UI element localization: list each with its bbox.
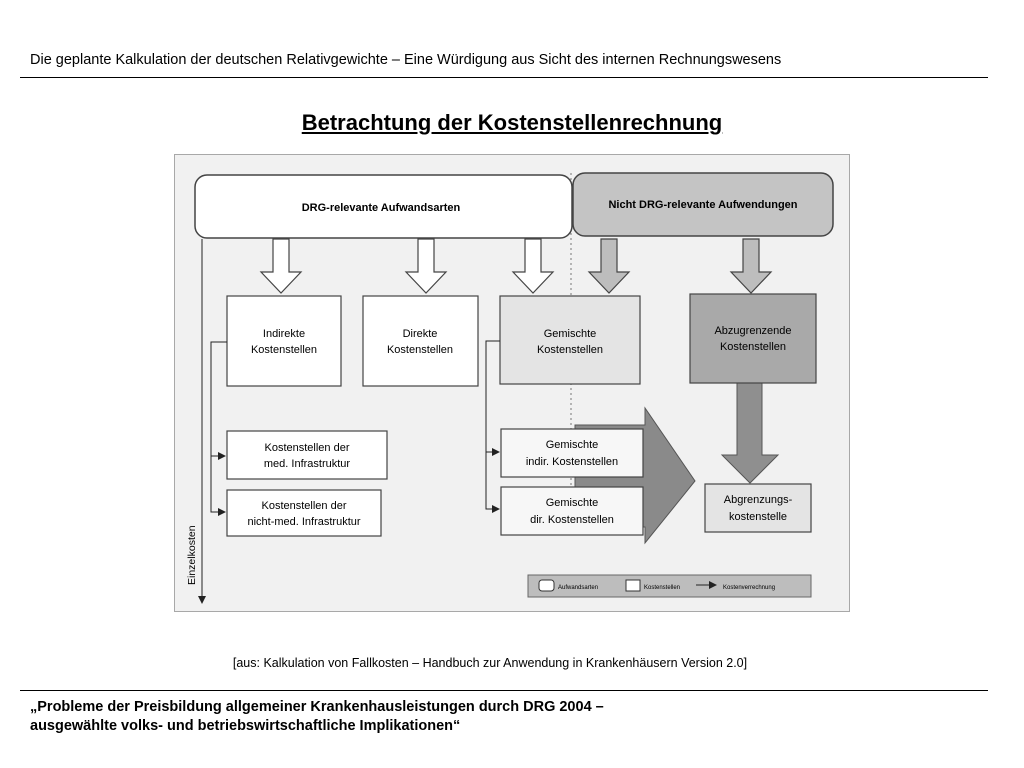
non-drg-label: Nicht DRG-relevante Aufwendungen	[608, 199, 797, 211]
presentation-footer: „Probleme der Preisbildung allgemeiner K…	[30, 698, 790, 736]
legend-box	[527, 574, 812, 598]
footer-rule	[20, 690, 988, 691]
arrow-to-direct	[404, 238, 448, 294]
indirect-label-2: Kostenstellen	[251, 344, 317, 356]
figure-caption: [aus: Kalkulation von Fallkosten – Handb…	[232, 656, 748, 670]
indirect-label-1: Indirekte	[263, 328, 305, 340]
non-med-infra-label-1: Kostenstellen der	[262, 500, 347, 512]
med-infra-label-2: med. Infrastruktur	[264, 458, 351, 470]
drg-relevant-box	[194, 174, 573, 239]
mixed-indir-label-2: indir. Kostenstellen	[526, 456, 618, 468]
legend-cost-centers-swatch	[625, 579, 641, 592]
direct-label-1: Direkte	[403, 328, 438, 340]
arrow-non-drg-to-mixed	[587, 238, 631, 294]
legend-cost-centers-label: Kostenstellen	[644, 585, 680, 591]
cost-center-diagram: DRG-relevante Aufwandsarten Nicht DRG-re…	[174, 154, 850, 612]
med-infrastructure-box	[226, 430, 388, 480]
to-delimit-label-1: Abzugrenzende	[714, 325, 791, 337]
footer-line-1: „Probleme der Preisbildung allgemeiner K…	[30, 699, 604, 715]
legend-cost-types-swatch	[538, 579, 555, 592]
delimitation-label-1: Abgrenzungs-	[724, 494, 793, 506]
indirect-cost-centers-box	[226, 295, 342, 387]
non-med-infrastructure-box	[226, 489, 382, 537]
legend-allocation-label: Kostenverrechnung	[723, 585, 775, 591]
mixed-indirect-box	[500, 428, 644, 478]
header-rule	[20, 77, 988, 78]
connector-mixed-direct	[485, 340, 500, 513]
drg-relevant-label: DRG-relevante Aufwandsarten	[302, 202, 461, 214]
arrow-to-delimit	[729, 238, 773, 294]
mixed-direct-box	[500, 486, 644, 536]
direct-cost-centers-box	[362, 295, 479, 387]
non-drg-box	[572, 172, 834, 237]
mixed-cost-centers-box	[499, 295, 641, 385]
mixed-dir-label-1: Gemischte	[546, 497, 599, 509]
direct-label-2: Kostenstellen	[387, 344, 453, 356]
mixed-dir-label-2: dir. Kostenstellen	[530, 514, 614, 526]
mixed-indir-label-1: Gemischte	[546, 439, 599, 451]
presentation-header: Die geplante Kalkulation der deutschen R…	[30, 52, 782, 68]
slide-title: Betrachtung der Kostenstellenrechnung	[301, 110, 723, 135]
direct-costs-label: Einzelkosten	[186, 525, 198, 585]
legend-cost-types-label: Aufwandsarten	[558, 585, 598, 591]
med-infra-label-1: Kostenstellen der	[265, 442, 350, 454]
delimitation-cost-center-box	[704, 483, 812, 533]
arrow-to-indirect	[259, 238, 303, 294]
delimitation-label-2: kostenstelle	[729, 511, 787, 523]
connector-indirect-nonmed	[210, 341, 227, 516]
to-delimit-cost-centers-box	[689, 293, 817, 384]
mixed-label-1: Gemischte	[544, 328, 597, 340]
allocation-arrow-delimit	[720, 382, 780, 484]
to-delimit-label-2: Kostenstellen	[720, 341, 786, 353]
arrow-to-mixed	[511, 238, 555, 294]
mixed-label-2: Kostenstellen	[537, 344, 603, 356]
footer-line-2: ausgewählte volks- und betriebswirtschaf…	[30, 718, 461, 734]
non-med-infra-label-2: nicht-med. Infrastruktur	[247, 516, 360, 528]
